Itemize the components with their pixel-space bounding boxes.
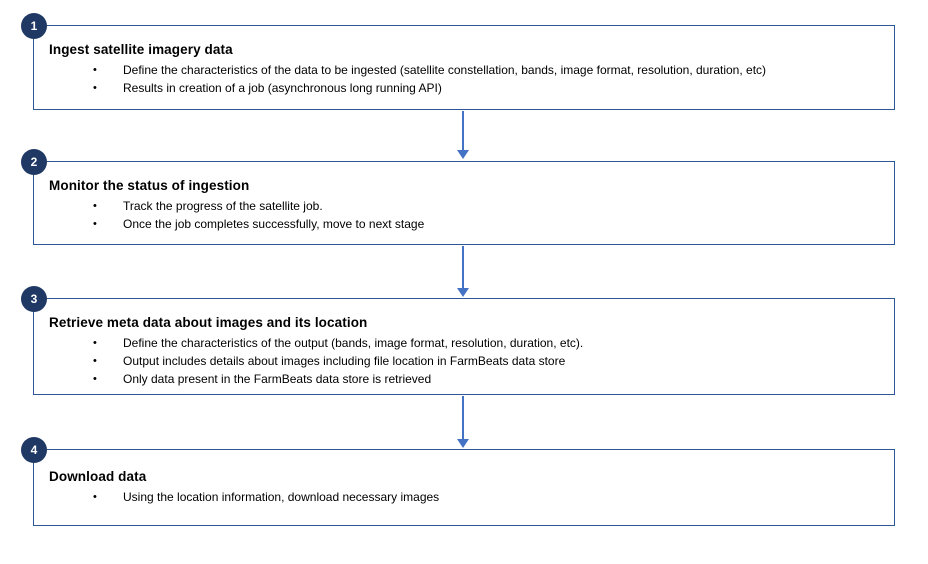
step-number: 4 <box>30 443 38 457</box>
step-title: Retrieve meta data about images and its … <box>49 315 368 330</box>
bullet-text: Define the characteristics of the data t… <box>123 63 767 77</box>
bullet-list: • Define the characteristics of the outp… <box>49 334 882 388</box>
arrow-head-icon <box>457 439 469 448</box>
list-item: • Once the job completes successfully, m… <box>49 215 882 233</box>
step-number: 3 <box>30 292 38 306</box>
list-item: • Output includes details about images i… <box>49 352 882 370</box>
bullet-text: Results in creation of a job (asynchrono… <box>123 81 442 95</box>
list-item: • Define the characteristics of the data… <box>49 61 882 79</box>
step-number-badge-4: 4 <box>21 437 47 463</box>
step-number: 2 <box>30 155 38 169</box>
arrow-head-icon <box>457 288 469 297</box>
step-number: 1 <box>30 19 38 33</box>
step-box-2: 2 Monitor the status of ingestion • Trac… <box>21 149 895 245</box>
list-item: • Only data present in the FarmBeats dat… <box>49 370 882 388</box>
bullet-icon: • <box>93 355 97 367</box>
bullet-icon: • <box>93 200 97 212</box>
bullet-icon: • <box>93 64 97 76</box>
bullet-text: Output includes details about images inc… <box>123 354 566 368</box>
bullet-icon: • <box>93 82 97 94</box>
connector-arrow-down-3 <box>457 396 469 448</box>
arrow-line <box>462 396 464 442</box>
bullet-text: Once the job completes successfully, mov… <box>123 217 425 231</box>
step-box-4: 4 Download data • Using the location inf… <box>21 437 895 526</box>
bullet-text: Define the characteristics of the output… <box>123 336 584 350</box>
bullet-list: • Using the location information, downlo… <box>49 488 882 506</box>
list-item: • Results in creation of a job (asynchro… <box>49 79 882 97</box>
bullet-text: Using the location information, download… <box>123 490 440 504</box>
bullet-text: Only data present in the FarmBeats data … <box>123 372 432 386</box>
list-item: • Track the progress of the satellite jo… <box>49 197 882 215</box>
connector-arrow-down-1 <box>457 111 469 159</box>
step-title: Monitor the status of ingestion <box>49 178 250 193</box>
bullet-list: • Define the characteristics of the data… <box>49 61 882 97</box>
step-number-badge-1: 1 <box>21 13 47 39</box>
step-title: Download data <box>49 469 147 484</box>
bullet-icon: • <box>93 218 97 230</box>
list-item: • Using the location information, downlo… <box>49 488 882 506</box>
bullet-icon: • <box>93 491 97 503</box>
bullet-icon: • <box>93 337 97 349</box>
step-title: Ingest satellite imagery data <box>49 42 233 57</box>
arrow-line <box>462 111 464 153</box>
list-item: • Define the characteristics of the outp… <box>49 334 882 352</box>
connector-arrow-down-2 <box>457 246 469 297</box>
step-number-badge-2: 2 <box>21 149 47 175</box>
step-box-3: 3 Retrieve meta data about images and it… <box>21 286 895 395</box>
bullet-list: • Track the progress of the satellite jo… <box>49 197 882 233</box>
bullet-text: Track the progress of the satellite job. <box>123 199 323 213</box>
step-box-1: 1 Ingest satellite imagery data • Define… <box>21 13 895 110</box>
bullet-icon: • <box>93 373 97 385</box>
arrow-line <box>462 246 464 291</box>
arrow-head-icon <box>457 150 469 159</box>
step-number-badge-3: 3 <box>21 286 47 312</box>
